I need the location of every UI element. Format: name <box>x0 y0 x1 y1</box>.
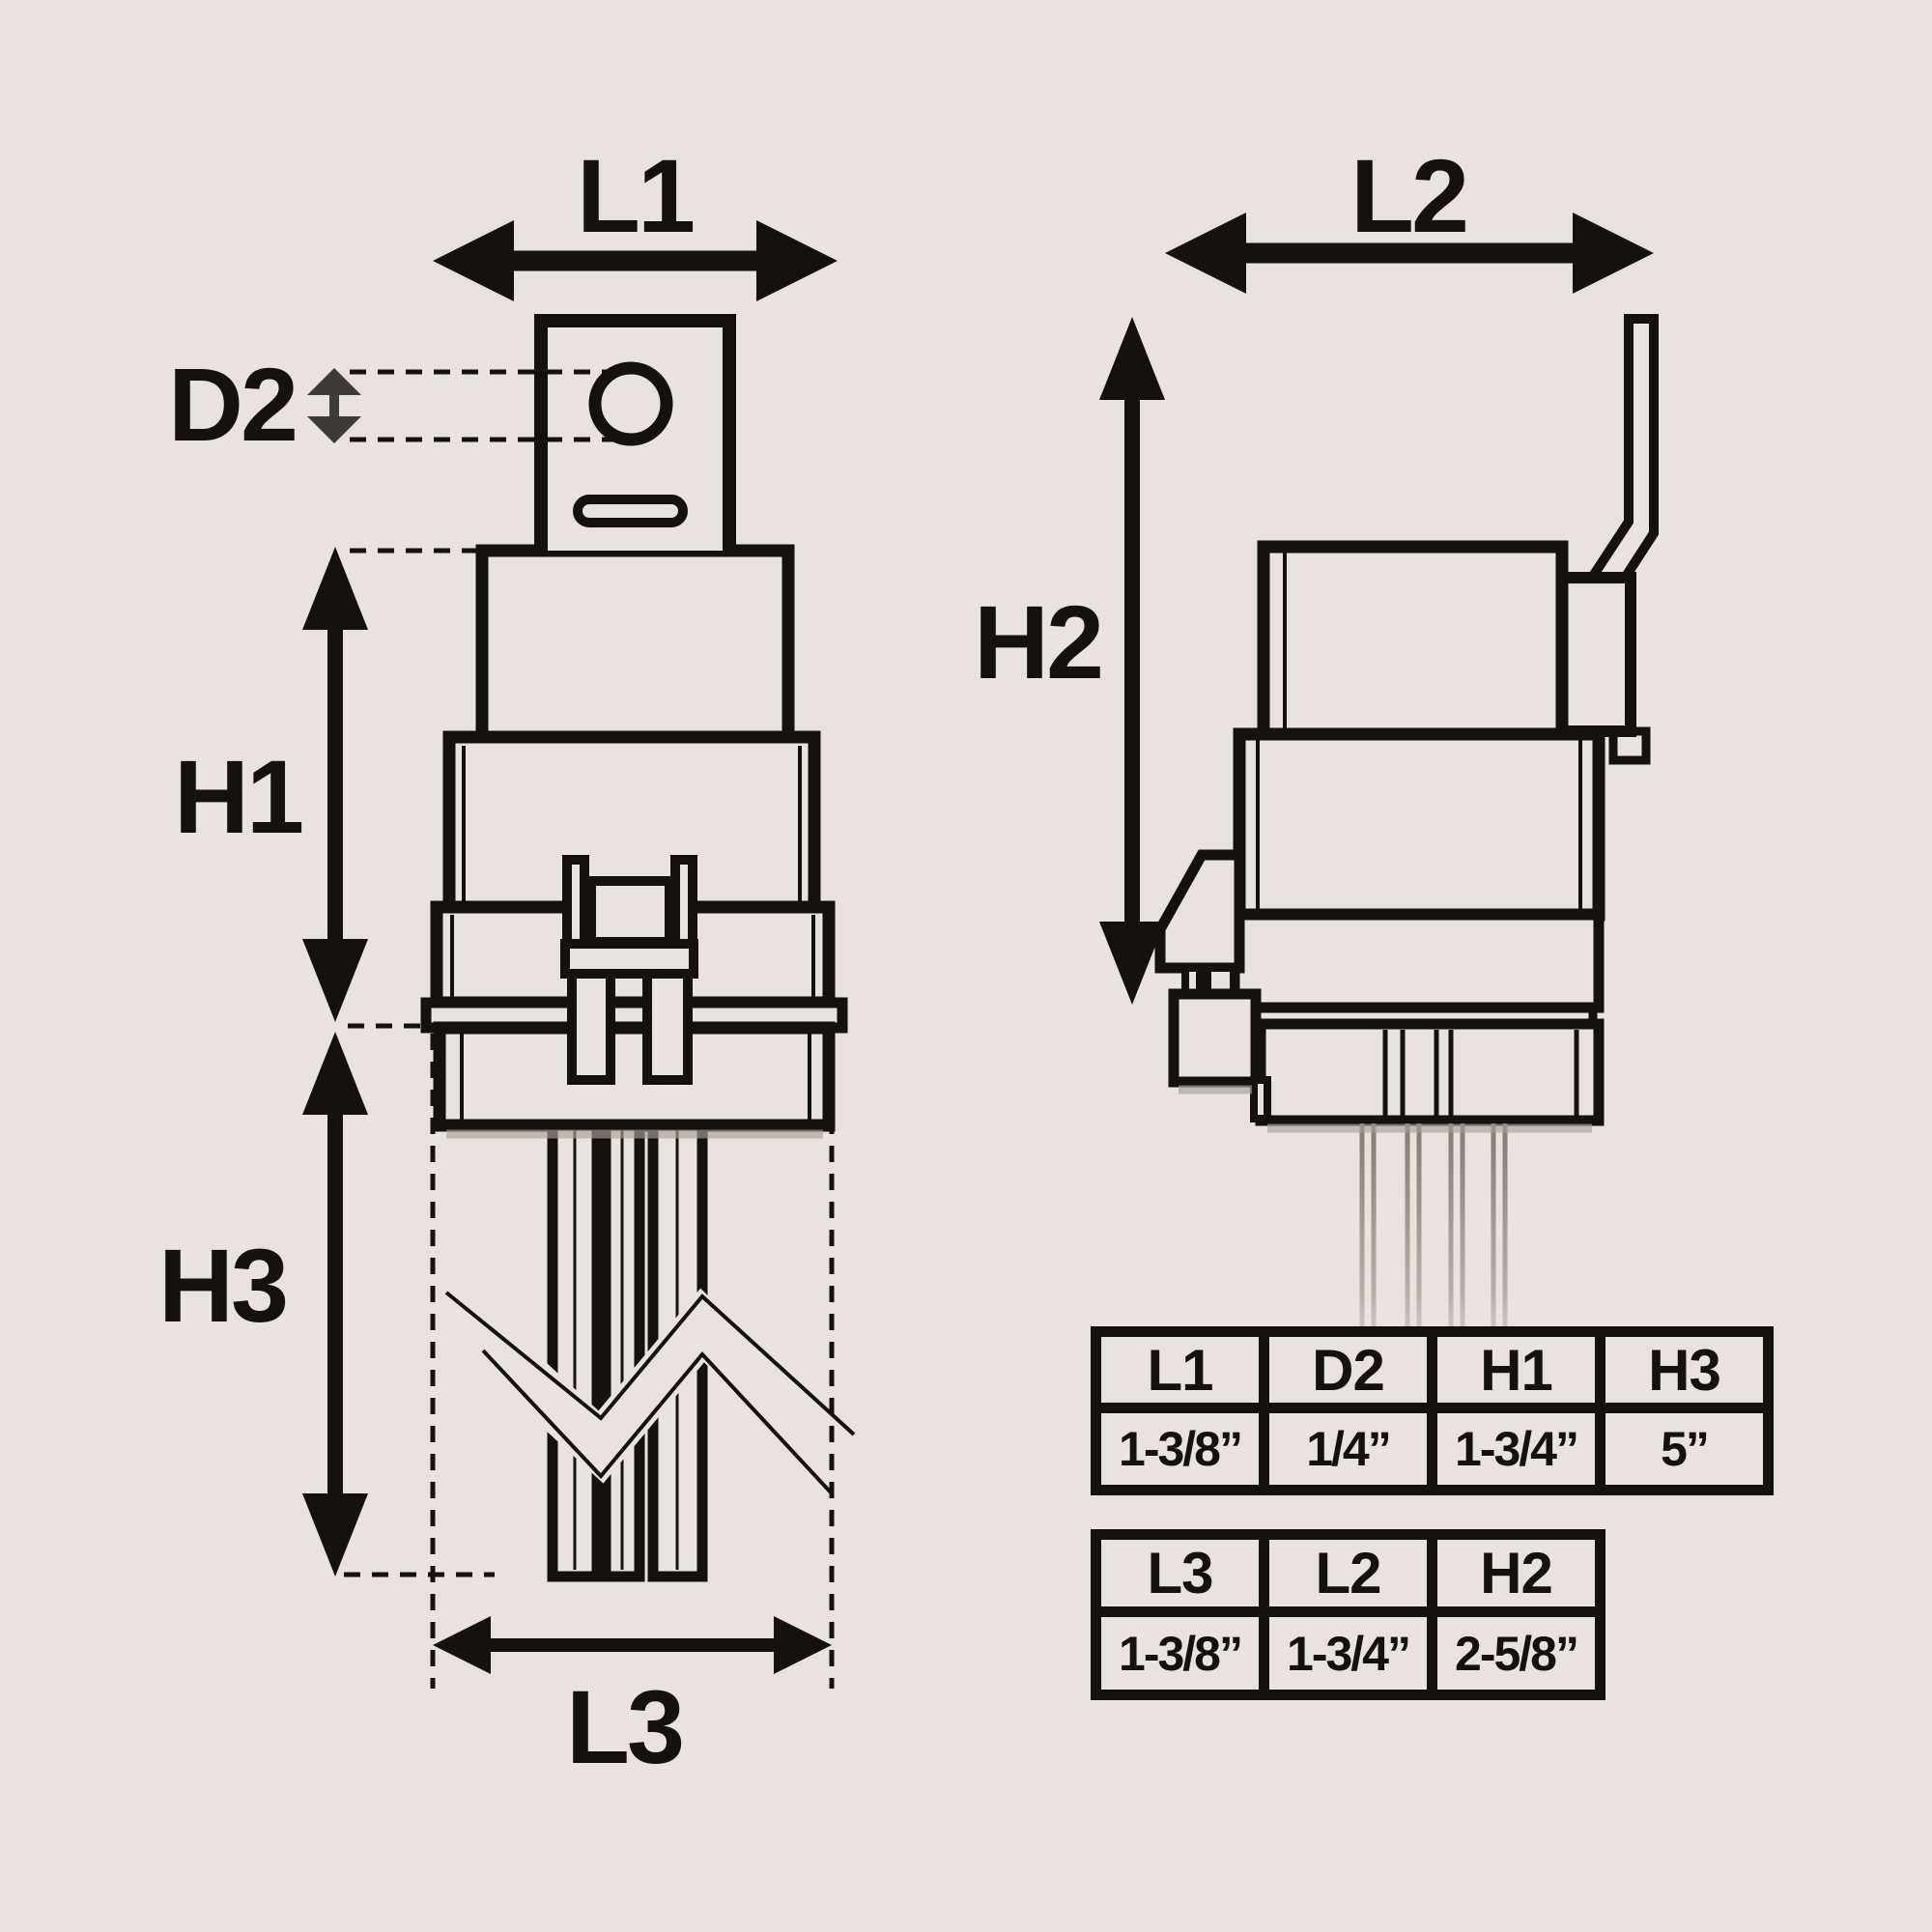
latch-tongue <box>586 876 674 947</box>
l3-arrowhead-right <box>774 1616 832 1674</box>
table-header-cell: L2 <box>1269 1540 1427 1606</box>
h1-arrowhead-down <box>302 939 368 1022</box>
table-value-cell: 1-3/8” <box>1101 1413 1259 1485</box>
h3-arrowhead-down <box>302 1493 368 1577</box>
table-value-cell: 1-3/4” <box>1437 1413 1595 1485</box>
table-header-cell: H3 <box>1605 1337 1763 1403</box>
d2-arrowhead-down <box>307 416 361 443</box>
side-body-main-inner-lines <box>1256 740 1582 909</box>
table-header-cell: L3 <box>1101 1540 1259 1606</box>
d2-arrowhead-up <box>307 368 361 395</box>
table-value-cell: 1/4” <box>1269 1413 1427 1485</box>
table-header-cell: D2 <box>1269 1337 1427 1403</box>
side-step-box <box>1168 988 1262 1088</box>
h2-label: H2 <box>974 583 1101 700</box>
latch-crossbar <box>560 939 698 979</box>
latch-leg-left <box>567 969 615 1085</box>
d2-label: D2 <box>168 346 296 463</box>
side-shadows <box>1179 1085 1592 1133</box>
table-value-cell: 1-3/4” <box>1269 1617 1427 1690</box>
l2-label: L2 <box>1350 137 1466 254</box>
socket-inner-edge-lines <box>460 1034 811 1121</box>
socket-body <box>433 1021 836 1132</box>
table-value-cell: 2-5/8” <box>1437 1617 1595 1690</box>
tab-slot <box>573 495 688 527</box>
l1-arrowhead-right <box>756 220 838 301</box>
front-view <box>420 314 861 1582</box>
side-connector <box>1255 1018 1605 1126</box>
side-body-main <box>1233 727 1605 922</box>
l2-arrowhead-left <box>1165 213 1246 294</box>
l1-dimension-arrow <box>433 220 838 301</box>
h2-arrowhead-up <box>1099 317 1165 400</box>
h1-label: H1 <box>174 738 302 855</box>
table-header-cell: H2 <box>1437 1540 1595 1606</box>
extension-dashes-horizontal <box>344 369 616 1577</box>
connector-divider-lines <box>1382 1030 1579 1116</box>
side-latch-wedge <box>1154 849 1245 974</box>
latch-leg-right <box>642 969 693 1085</box>
h1-arrowhead-up <box>302 547 368 630</box>
l2-dimension-arrow <box>1165 213 1654 294</box>
side-socket-band <box>1229 909 1605 1013</box>
dimension-table-primary: L1 D2 H1 H3 1-3/8” 1/4” 1-3/4” 5” <box>1091 1326 1774 1495</box>
l3-arrowhead-left <box>433 1616 491 1674</box>
table-value-cell: 1-3/8” <box>1101 1617 1259 1690</box>
h3-arrowhead-up <box>302 1032 368 1115</box>
l3-label: L3 <box>566 1668 682 1785</box>
h2-arrowhead-down <box>1099 922 1165 1005</box>
latch-post-left <box>562 855 589 949</box>
break-upper-line <box>444 1291 856 1436</box>
h3-dimension-arrow <box>302 1032 368 1577</box>
d2-dimension-arrow <box>307 368 361 443</box>
mounting-hole <box>588 361 673 446</box>
l1-arrowhead-left <box>433 220 514 301</box>
side-body-top <box>1257 540 1569 741</box>
l2-arrowhead-right <box>1573 213 1654 294</box>
break-mask-band <box>447 1288 861 1484</box>
dimension-table-secondary: L3 L2 H2 1-3/8” 1-3/4” 2-5/8” <box>1091 1529 1605 1700</box>
bracket-attach-box <box>1556 572 1636 737</box>
body-inner-edge-lines <box>450 746 815 997</box>
table-header-cell: H1 <box>1437 1337 1595 1403</box>
h3-label: H3 <box>158 1227 286 1344</box>
dimension-annotations: L1 D2 H1 H3 L3 L2 H2 <box>158 137 1654 1785</box>
h2-dimension-arrow <box>1099 317 1165 1005</box>
wire-break-symbol <box>444 1288 861 1494</box>
side-view <box>1154 314 1659 1372</box>
table-value-cell: 5” <box>1605 1413 1763 1485</box>
body-step-1 <box>475 544 795 744</box>
table-header-cell: L1 <box>1101 1337 1259 1403</box>
latch-post-right <box>670 855 697 949</box>
mounting-bracket <box>1579 314 1659 612</box>
l1-label: L1 <box>577 137 694 254</box>
extension-dashes-vertical <box>430 1034 835 1689</box>
break-lower-line <box>481 1349 833 1494</box>
fading-wires <box>1359 1123 1508 1372</box>
l3-dimension-arrow <box>433 1616 832 1674</box>
h1-dimension-arrow <box>302 547 368 1022</box>
side-step-box-small <box>1250 1076 1271 1122</box>
